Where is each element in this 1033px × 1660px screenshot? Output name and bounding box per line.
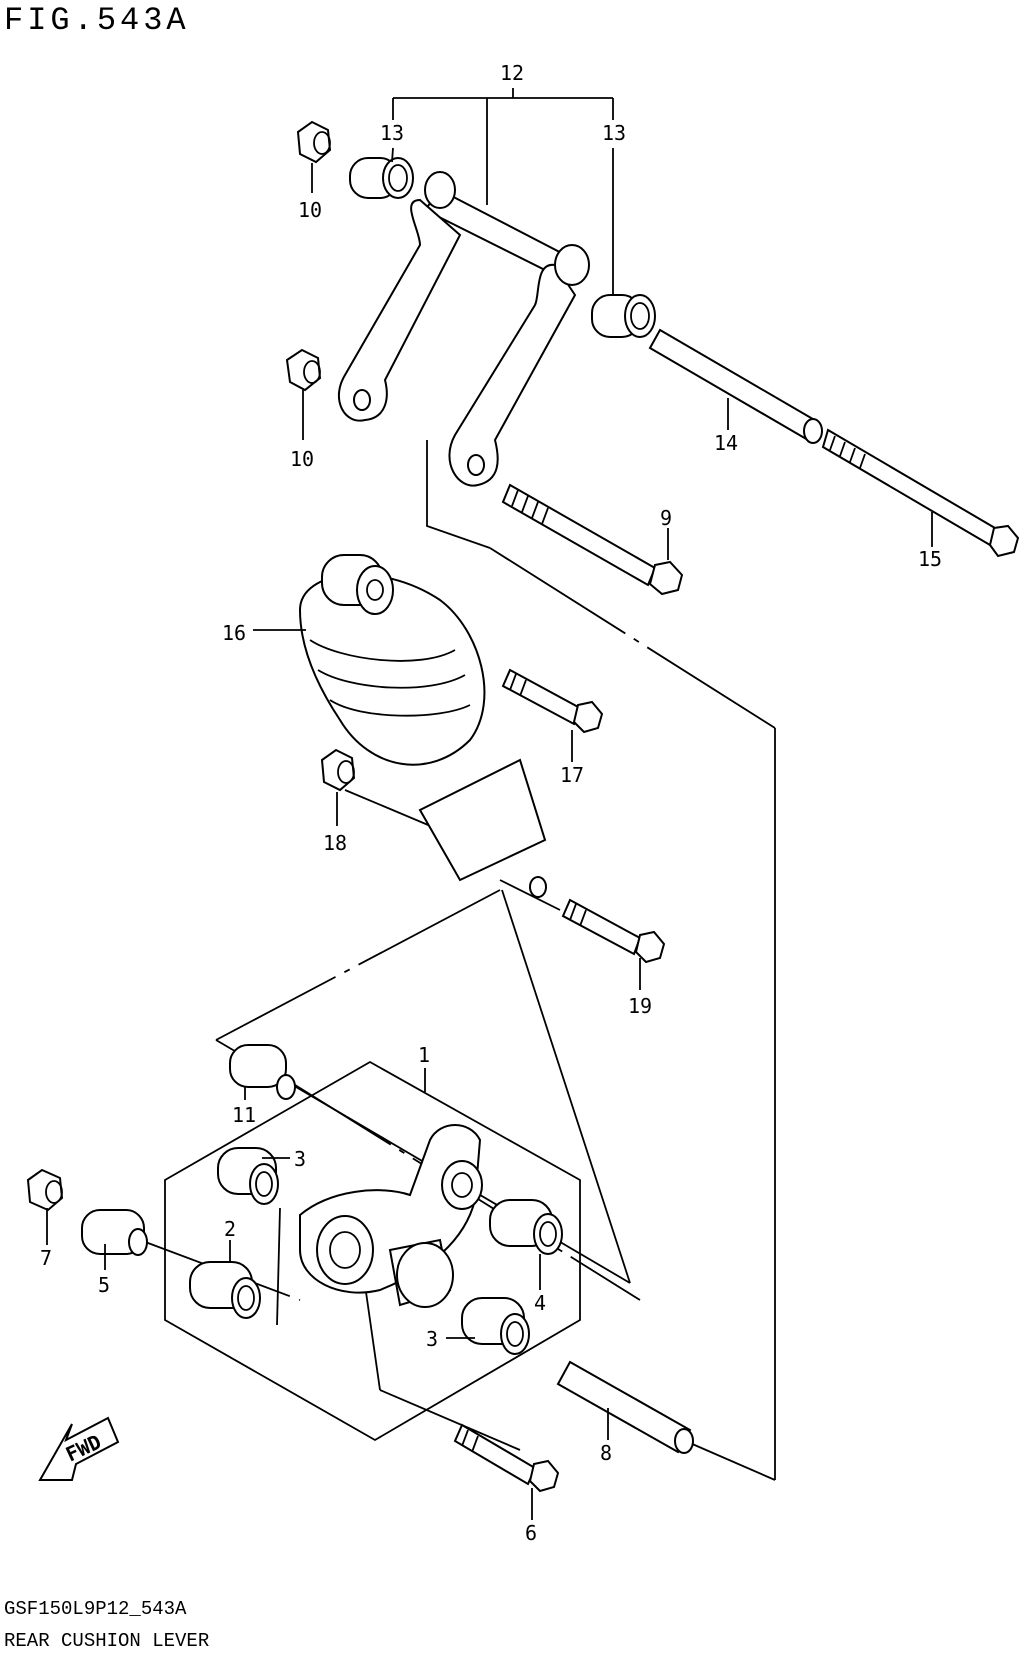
callout-16: 16 [222,621,246,645]
shock-absorber-16 [298,554,547,898]
callout-7: 7 [40,1246,52,1270]
spacer-14 [648,328,823,444]
callout-15: 15 [918,547,942,571]
lever-kit-outline [164,1060,581,1442]
nut-10-upper [296,120,332,164]
bearing-13-right [591,294,656,338]
bearing-4 [489,1199,563,1255]
bolt-15 [821,428,1020,558]
callout-13-left: 13 [380,121,404,145]
callout-5: 5 [98,1273,110,1297]
nut-18 [320,748,356,792]
bearing-3-upper [217,1147,279,1205]
callout-10-lower: 10 [290,447,314,471]
fwd-arrow-icon: FWD [38,1416,120,1481]
nut-10-lower [285,348,322,392]
callout-13-right: 13 [602,121,626,145]
figure-name: REAR CUSHION LEVER [4,1630,210,1652]
callout-4: 4 [534,1291,546,1315]
figure-title: FIG.543A [4,2,190,39]
callout-6: 6 [525,1521,537,1545]
callout-19: 19 [628,994,652,1018]
figure-code: GSF150L9P12_543A [4,1598,187,1620]
callout-14: 14 [714,431,738,455]
alignment-lines [139,440,776,1481]
callout-17: 17 [560,763,584,787]
callout-9: 9 [660,506,672,530]
callout-11: 11 [232,1103,256,1127]
bolt-9 [501,483,684,596]
bolt-6 [453,1423,560,1493]
kit-bracket [276,1207,281,1326]
bearing-2 [189,1261,261,1319]
bearing-13-left [349,157,414,199]
bearing-3-lower [461,1297,530,1355]
leader-lines [46,88,933,1520]
callout-18: 18 [323,831,347,855]
cushion-lever-1 [299,1124,483,1308]
cushion-rod-part [338,171,590,487]
nut-7 [26,1168,64,1212]
collar-11 [229,1044,296,1100]
callout-8: 8 [600,1441,612,1465]
callout-10-upper: 10 [298,198,322,222]
callout-3-upper: 3 [294,1147,306,1171]
callout-1: 1 [418,1043,430,1067]
spacer-8 [556,1360,694,1454]
bolt-19 [561,898,666,964]
callout-2: 2 [224,1217,236,1241]
callout-labels: 12 13 13 10 10 14 9 15 16 17 18 19 1 11 … [40,61,942,1545]
callout-12: 12 [500,61,524,85]
callout-3-lower: 3 [426,1327,438,1351]
collar-5 [81,1209,148,1256]
bolt-17 [501,668,604,734]
